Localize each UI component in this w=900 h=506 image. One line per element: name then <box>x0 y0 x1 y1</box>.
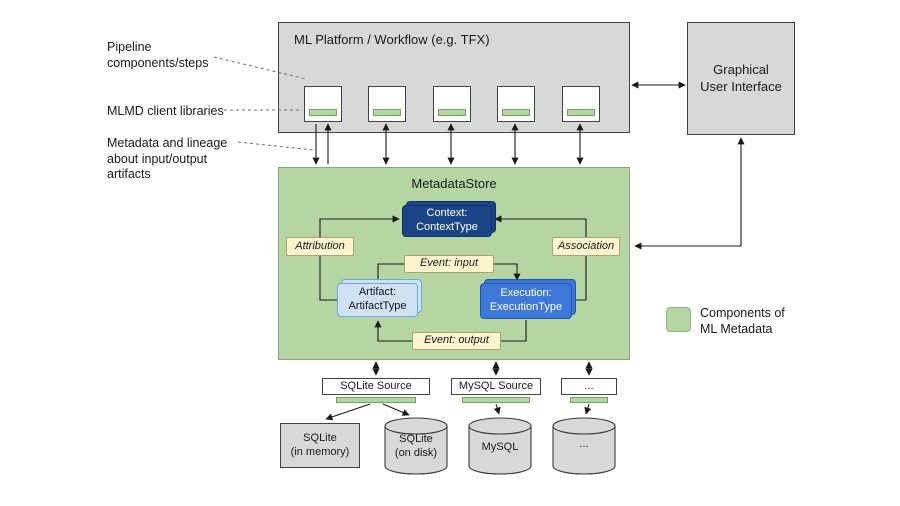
annotation-metadata-lineage: Metadata and lineage about input/output … <box>107 136 228 181</box>
mlmd-client-library-strip <box>567 109 595 116</box>
mlmd-component-strip <box>336 397 416 403</box>
other-db-label: ... <box>579 438 589 451</box>
annotation-mlmd-client-libraries: MLMD client libraries <box>107 104 224 118</box>
artifact-node: Artifact: ArtifactType <box>337 283 418 317</box>
mysql-source-box: MySQL Source <box>451 378 541 395</box>
mlmd-client-library-strip <box>309 109 337 116</box>
sqlite-source-box: SQLite Source <box>322 378 430 395</box>
event-input-node: Event: input <box>404 255 494 273</box>
pipeline-component-box <box>562 86 600 122</box>
pipeline-component-box <box>433 86 471 122</box>
legend-swatch <box>666 307 691 332</box>
association-node: Association <box>552 237 620 256</box>
mlmd-component-strip <box>462 397 530 403</box>
mlmd-component-strip <box>570 397 608 403</box>
event-output-node: Event: output <box>412 332 501 350</box>
mlmd-client-library-strip <box>438 109 466 116</box>
other-source-box: ... <box>561 378 617 395</box>
mlmd-client-library-strip <box>502 109 530 116</box>
context-node: Context: ContextType <box>402 205 492 237</box>
annotation-pipeline-components: Pipeline components/steps <box>107 40 209 70</box>
mlmd-client-library-strip <box>373 109 401 116</box>
attribution-node: Attribution <box>286 237 354 256</box>
pipeline-component-box <box>497 86 535 122</box>
pipeline-component-box <box>304 86 342 122</box>
execution-node: Execution: ExecutionType <box>480 283 572 319</box>
sqlite-disk-db-label: SQLite (on disk) <box>394 433 438 459</box>
mysql-db-label: MySQL <box>481 441 519 454</box>
ml-platform-title: ML Platform / Workflow (e.g. TFX) <box>294 32 490 47</box>
ml-platform-box: ML Platform / Workflow (e.g. TFX) <box>278 22 630 133</box>
pipeline-component-box <box>368 86 406 122</box>
metadatastore-title: MetadataStore <box>411 176 497 191</box>
sqlite-memory-db: SQLite (in memory) <box>280 423 360 468</box>
legend-label: Components of ML Metadata <box>700 306 785 336</box>
gui-box: Graphical User Interface <box>687 22 795 135</box>
